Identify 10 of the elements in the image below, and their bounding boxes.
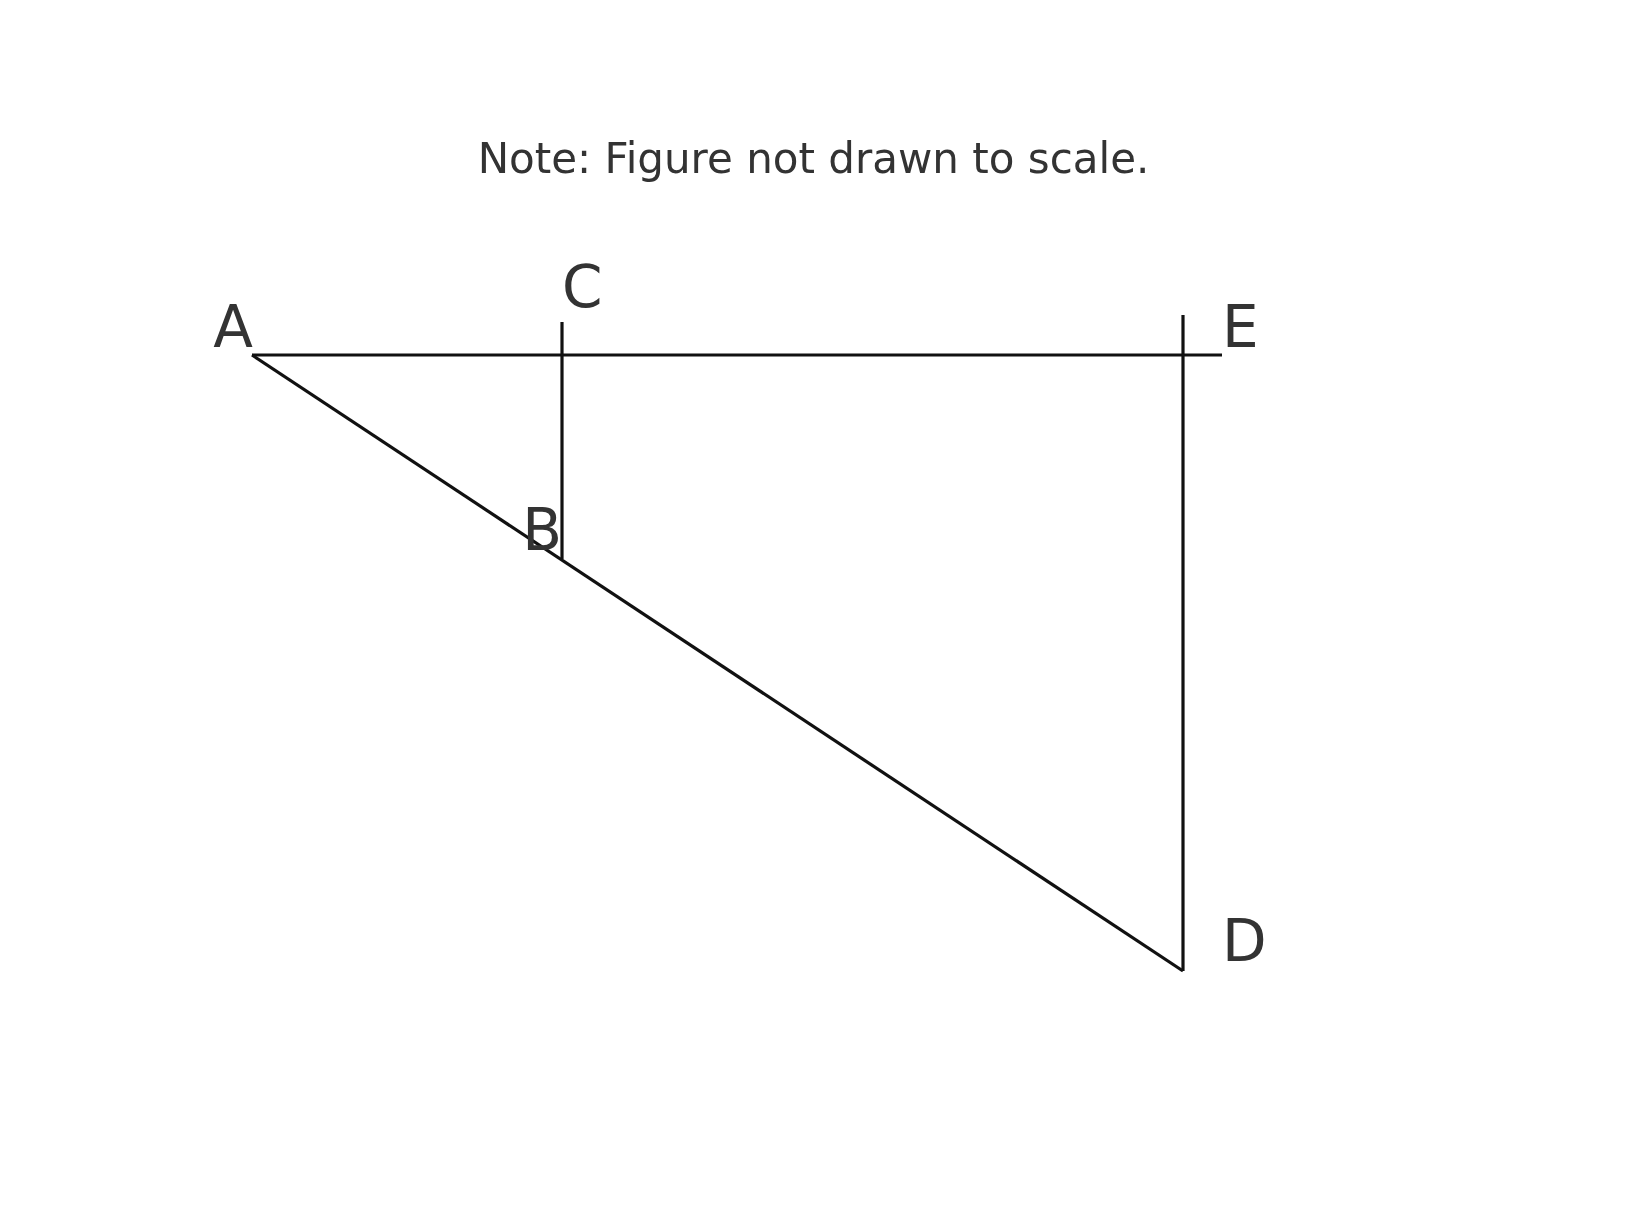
line-segment — [252, 353, 1222, 357]
line-segment — [560, 322, 564, 559]
point-label: D — [1222, 912, 1277, 971]
line-segment — [1181, 315, 1185, 971]
line-segment — [251, 353, 1184, 973]
point-label: B — [515, 502, 562, 559]
point-label: C — [562, 258, 612, 320]
note-text: Note: Figure not drawn to scale. — [476, 134, 1151, 183]
point-label: A — [205, 298, 253, 356]
point-label: E — [1222, 298, 1267, 356]
